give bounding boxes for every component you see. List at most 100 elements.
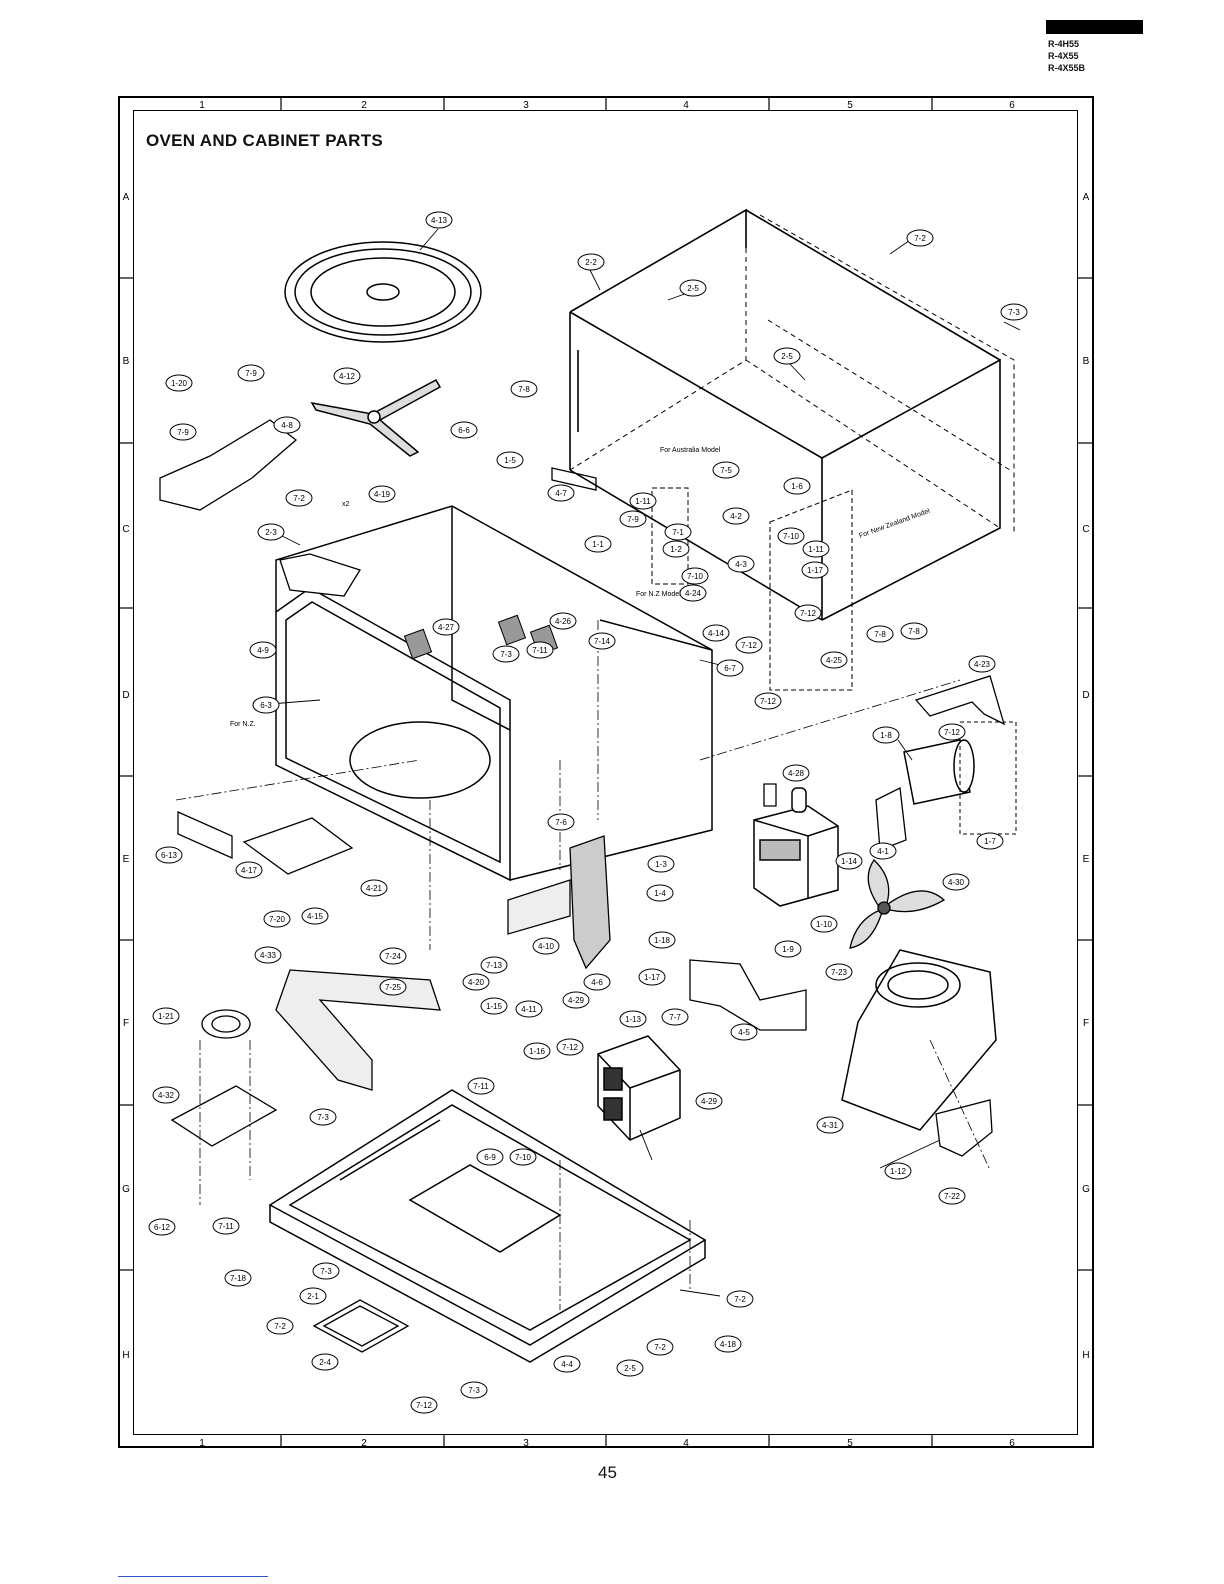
part-number: 4-18: [720, 1340, 737, 1349]
part-number: 4-10: [538, 942, 555, 951]
part-balloon-outline: [869, 842, 897, 860]
column-label: 3: [523, 1438, 529, 1449]
part-balloon: 7-22: [938, 1187, 966, 1205]
part-balloon: 2-1: [299, 1287, 327, 1305]
part-number: 7-3: [317, 1113, 329, 1122]
cabinet-hidden-lines: [569, 214, 1015, 535]
part-balloon-outline: [801, 561, 829, 579]
part-balloon-outline: [942, 873, 970, 891]
footer-rule: [118, 1576, 268, 1577]
part-balloon-outline: [360, 879, 388, 897]
inner-frame: [133, 110, 1078, 1435]
part-number: 4-8: [281, 421, 293, 430]
part-balloon: 7-12: [754, 692, 782, 710]
part-balloon-outline: [835, 852, 863, 870]
part-balloon: 1-12: [884, 1162, 912, 1180]
hv-transformer: [597, 1035, 681, 1141]
part-number: 4-5: [738, 1028, 750, 1037]
part-balloon-outline: [532, 937, 560, 955]
part-number: 7-8: [874, 630, 886, 639]
part-number: 7-9: [627, 515, 639, 524]
part-balloon: 4-10: [532, 937, 560, 955]
part-balloon: 4-17: [235, 861, 263, 879]
part-balloon-outline: [662, 540, 690, 558]
row-label: D: [1082, 690, 1089, 701]
part-number: 1-4: [654, 889, 666, 898]
model-name: R-4X55: [1048, 51, 1079, 61]
row-label: F: [1083, 1018, 1089, 1029]
part-number: 7-2: [654, 1343, 666, 1352]
turntable-support: [310, 378, 442, 457]
part-balloon-outline: [549, 612, 577, 630]
part-balloon: 1-17: [638, 968, 666, 986]
part-number: 7-2: [734, 1295, 746, 1304]
part-balloon-outline: [425, 211, 453, 229]
part-balloon: 7-8: [510, 380, 538, 398]
part-balloon-outline: [938, 1187, 966, 1205]
part-balloon: 1-8: [872, 726, 900, 744]
column-label: 6: [1009, 1438, 1015, 1449]
part-number: 4-12: [339, 372, 356, 381]
part-balloon: 7-11: [212, 1217, 240, 1235]
row-label: C: [122, 524, 129, 535]
part-number: 7-14: [594, 637, 611, 646]
part-balloon: 1-14: [835, 852, 863, 870]
part-balloon-outline: [773, 347, 801, 365]
part-balloon-outline: [976, 832, 1004, 850]
part-number: 1-18: [654, 936, 671, 945]
part-balloon-outline: [515, 1000, 543, 1018]
part-balloon-outline: [273, 416, 301, 434]
part-balloon-outline: [460, 1381, 488, 1399]
part-number: 4-4: [561, 1360, 573, 1369]
part-balloon-outline: [679, 279, 707, 297]
part-number: 7-3: [468, 1386, 480, 1395]
part-balloon: 7-12: [410, 1396, 438, 1414]
part-balloon: 7-10: [509, 1148, 537, 1166]
part-balloon: 7-12: [556, 1038, 584, 1056]
part-balloon-outline: [646, 1338, 674, 1356]
part-balloon: 1-16: [523, 1042, 551, 1060]
part-balloon-outline: [299, 1287, 327, 1305]
part-balloon-outline: [906, 229, 934, 247]
part-balloon-outline: [629, 492, 657, 510]
part-number: 6-12: [154, 1223, 171, 1232]
part-balloon: 4-30: [942, 873, 970, 891]
part-number: 7-18: [230, 1274, 247, 1283]
part-balloon: 7-2: [726, 1290, 754, 1308]
part-balloon: 4-2: [722, 507, 750, 525]
part-number: 1-13: [625, 1015, 642, 1024]
part-balloon: 7-18: [224, 1269, 252, 1287]
part-balloon-outline: [681, 567, 709, 585]
part-balloon-outline: [782, 764, 810, 782]
row-label: B: [123, 356, 130, 367]
part-balloon: 4-11: [515, 1000, 543, 1018]
part-balloon-outline: [727, 555, 755, 573]
part-balloon: 4-20: [462, 973, 490, 991]
part-number: 7-12: [800, 609, 817, 618]
part-balloon-outline: [716, 659, 744, 677]
part-number: 4-33: [260, 951, 277, 960]
part-number: 1-20: [171, 379, 188, 388]
part-number: 1-1: [592, 540, 604, 549]
part-number: 7-5: [720, 466, 732, 475]
part-balloon: 7-12: [794, 604, 822, 622]
part-number: 7-3: [1008, 308, 1020, 317]
part-balloon: 4-25: [820, 651, 848, 669]
part-number: 2-5: [781, 352, 793, 361]
part-balloon-outline: [794, 604, 822, 622]
part-balloon-outline: [462, 973, 490, 991]
part-number: 2-3: [265, 528, 277, 537]
part-number: 1-5: [504, 456, 516, 465]
part-number: 4-11: [521, 1005, 537, 1014]
part-number: 4-25: [826, 656, 843, 665]
part-number: 7-3: [500, 650, 512, 659]
part-balloon-outline: [702, 624, 730, 642]
part-balloon: 1-3: [647, 855, 675, 873]
model-list: R-4H55 R-4X55 R-4X55B: [1048, 38, 1085, 74]
part-balloon: 7-3: [460, 1381, 488, 1399]
part-balloon-outline: [249, 641, 277, 659]
part-balloon-outline: [480, 997, 508, 1015]
part-balloon-outline: [619, 1010, 647, 1028]
fan-duct: [841, 949, 997, 1131]
part-balloon-outline: [664, 523, 692, 541]
